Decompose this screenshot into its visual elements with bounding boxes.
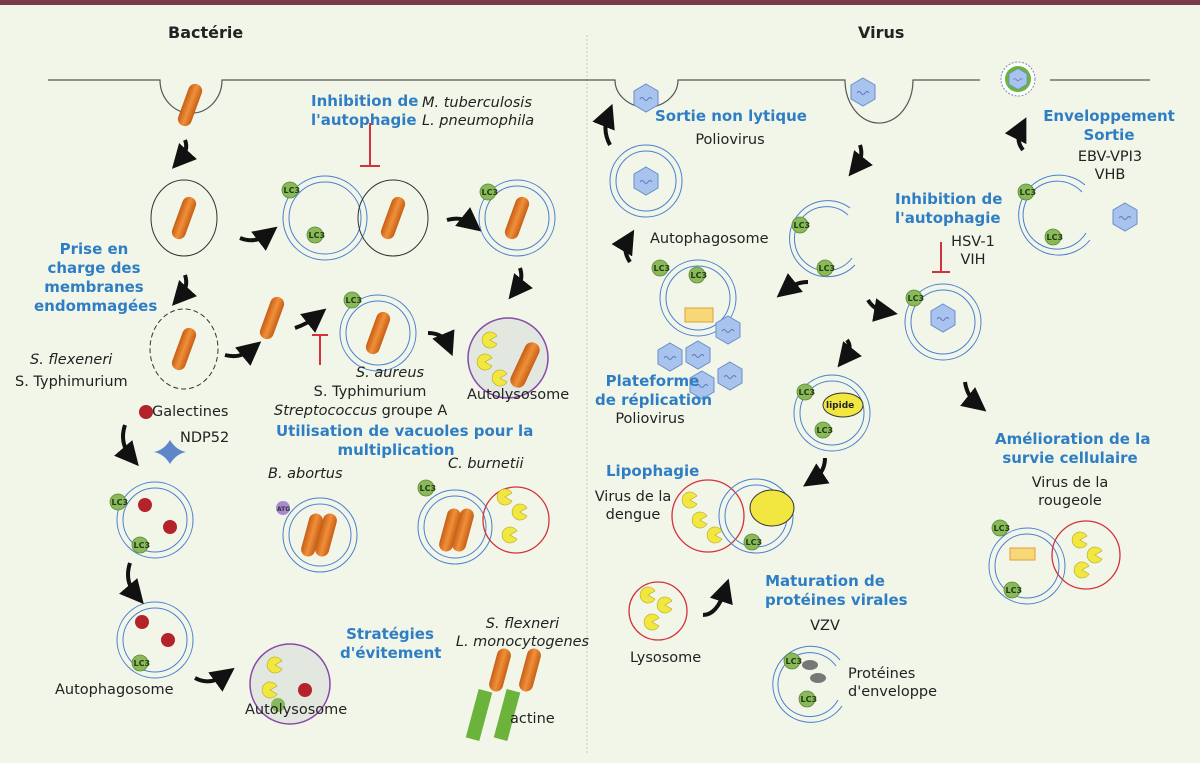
- arrow-damage: [171, 274, 197, 306]
- ndp52-label: NDP52: [180, 430, 230, 446]
- autophagosome-top: [478, 179, 556, 257]
- galectin-icon: [139, 405, 153, 419]
- galectines-label: Galectines: [152, 404, 229, 420]
- arrow-to-replication: [776, 273, 809, 298]
- arrow-to-autolysosome-b: [194, 667, 235, 692]
- arrow-to-autolysosome: [508, 267, 533, 300]
- phagophore-envelope: [1017, 174, 1138, 256]
- header-bar: [0, 0, 1200, 5]
- actin-bacteria: [465, 646, 543, 741]
- arrow-entry: [171, 139, 197, 169]
- section-title-bacteria: Bactérie: [168, 23, 244, 42]
- arrow-to-autolysosome-2: [427, 329, 455, 357]
- phagosome: [150, 179, 218, 257]
- svg-text:ATG: ATG: [277, 506, 290, 513]
- autolysosome-top: [467, 317, 549, 399]
- enveloped-virus: [1000, 61, 1036, 97]
- lipid-autophagosome: [793, 374, 871, 452]
- flow-arrows: [114, 103, 1027, 692]
- arrow-to-fusion: [239, 226, 278, 251]
- non-lytic-exit-species: Poliovirus: [695, 132, 765, 148]
- lysosome: [628, 581, 688, 641]
- autophagosome-virus-label: Autophagosome: [650, 231, 769, 247]
- lysosome-label: Lysosome: [630, 650, 702, 666]
- lipid-label: lipide: [826, 401, 855, 411]
- autophagosome-replication: [651, 259, 737, 337]
- damaged-vacuole: [149, 308, 219, 390]
- blocked-species-2: S. Typhimurium: [313, 384, 427, 400]
- section-title-virus: Virus: [858, 23, 905, 42]
- non-lytic-exit-title: Sortie non lytique: [655, 107, 807, 125]
- arrow-galectin-2: [119, 562, 144, 605]
- lipophagy-fusion: [671, 478, 795, 554]
- inhibition-bar-virus: [932, 242, 950, 273]
- autolysosome-top-label: Autolysosome: [467, 387, 570, 403]
- c-burnetii-vacuole: [417, 479, 550, 565]
- damaged-species-1: S. flexeneri: [30, 352, 113, 368]
- arrow-envelope-exit: [1004, 117, 1027, 152]
- arrow-survival: [960, 381, 987, 412]
- survival-fusion: [988, 519, 1121, 605]
- arrow-to-inhibited: [866, 298, 898, 322]
- arrow-autophagosome-exit: [611, 229, 635, 264]
- virus-exit-vesicle: [609, 144, 683, 218]
- phagophore-virus: [789, 200, 856, 278]
- damaged-species-2: S. Typhimurium: [15, 374, 128, 390]
- arrow-to-lipophagy: [803, 457, 830, 487]
- blocked-species-1: S. aureus: [355, 365, 425, 381]
- autophagosome-galectin-1: [109, 481, 194, 559]
- autophagosome-virus-inhibited: [904, 283, 982, 361]
- blocked-species-3: Streptococcus groupe A: [274, 403, 448, 419]
- b-abortus-vacuole: ATG: [276, 497, 358, 573]
- bacterium-entry: [175, 81, 205, 129]
- maturation-species: VZV: [810, 618, 840, 634]
- autophagosome-galectin-2: [116, 601, 194, 679]
- bacterium-free: [257, 294, 287, 342]
- phagophore-fusion: [281, 175, 429, 261]
- actin-label: actine: [510, 711, 555, 727]
- arrow-lysosome: [702, 578, 733, 617]
- autophagosome-bact-label: Autophagosome: [55, 682, 174, 698]
- autolysosome-bottom: [249, 643, 331, 725]
- inhibition-bar-bact: [360, 123, 380, 167]
- b-abortus-label: B. abortus: [268, 466, 343, 482]
- autophagosome-mid: [339, 291, 417, 372]
- autolysosome-bottom-label: Autolysosome: [245, 702, 348, 718]
- replication-species: Poliovirus: [615, 411, 685, 427]
- arrow-to-lipid: [837, 338, 862, 368]
- plasma-membrane: [48, 79, 1150, 124]
- c-burnetii-label: C. burnetii: [448, 456, 524, 472]
- arrow-exit: [592, 103, 615, 146]
- arrow-to-free: [224, 341, 262, 366]
- ndp52-icon: [154, 440, 186, 464]
- arrow-galectin: [114, 424, 139, 467]
- vzv-phagophore: [772, 645, 843, 723]
- arrow-virus-in: [848, 144, 873, 177]
- inhibition-bar-bact2: [312, 334, 328, 365]
- lipophagy-title: Lipophagie: [606, 462, 700, 480]
- arrow-to-autophagosome: [446, 207, 482, 232]
- arrow-to-mid: [294, 308, 327, 333]
